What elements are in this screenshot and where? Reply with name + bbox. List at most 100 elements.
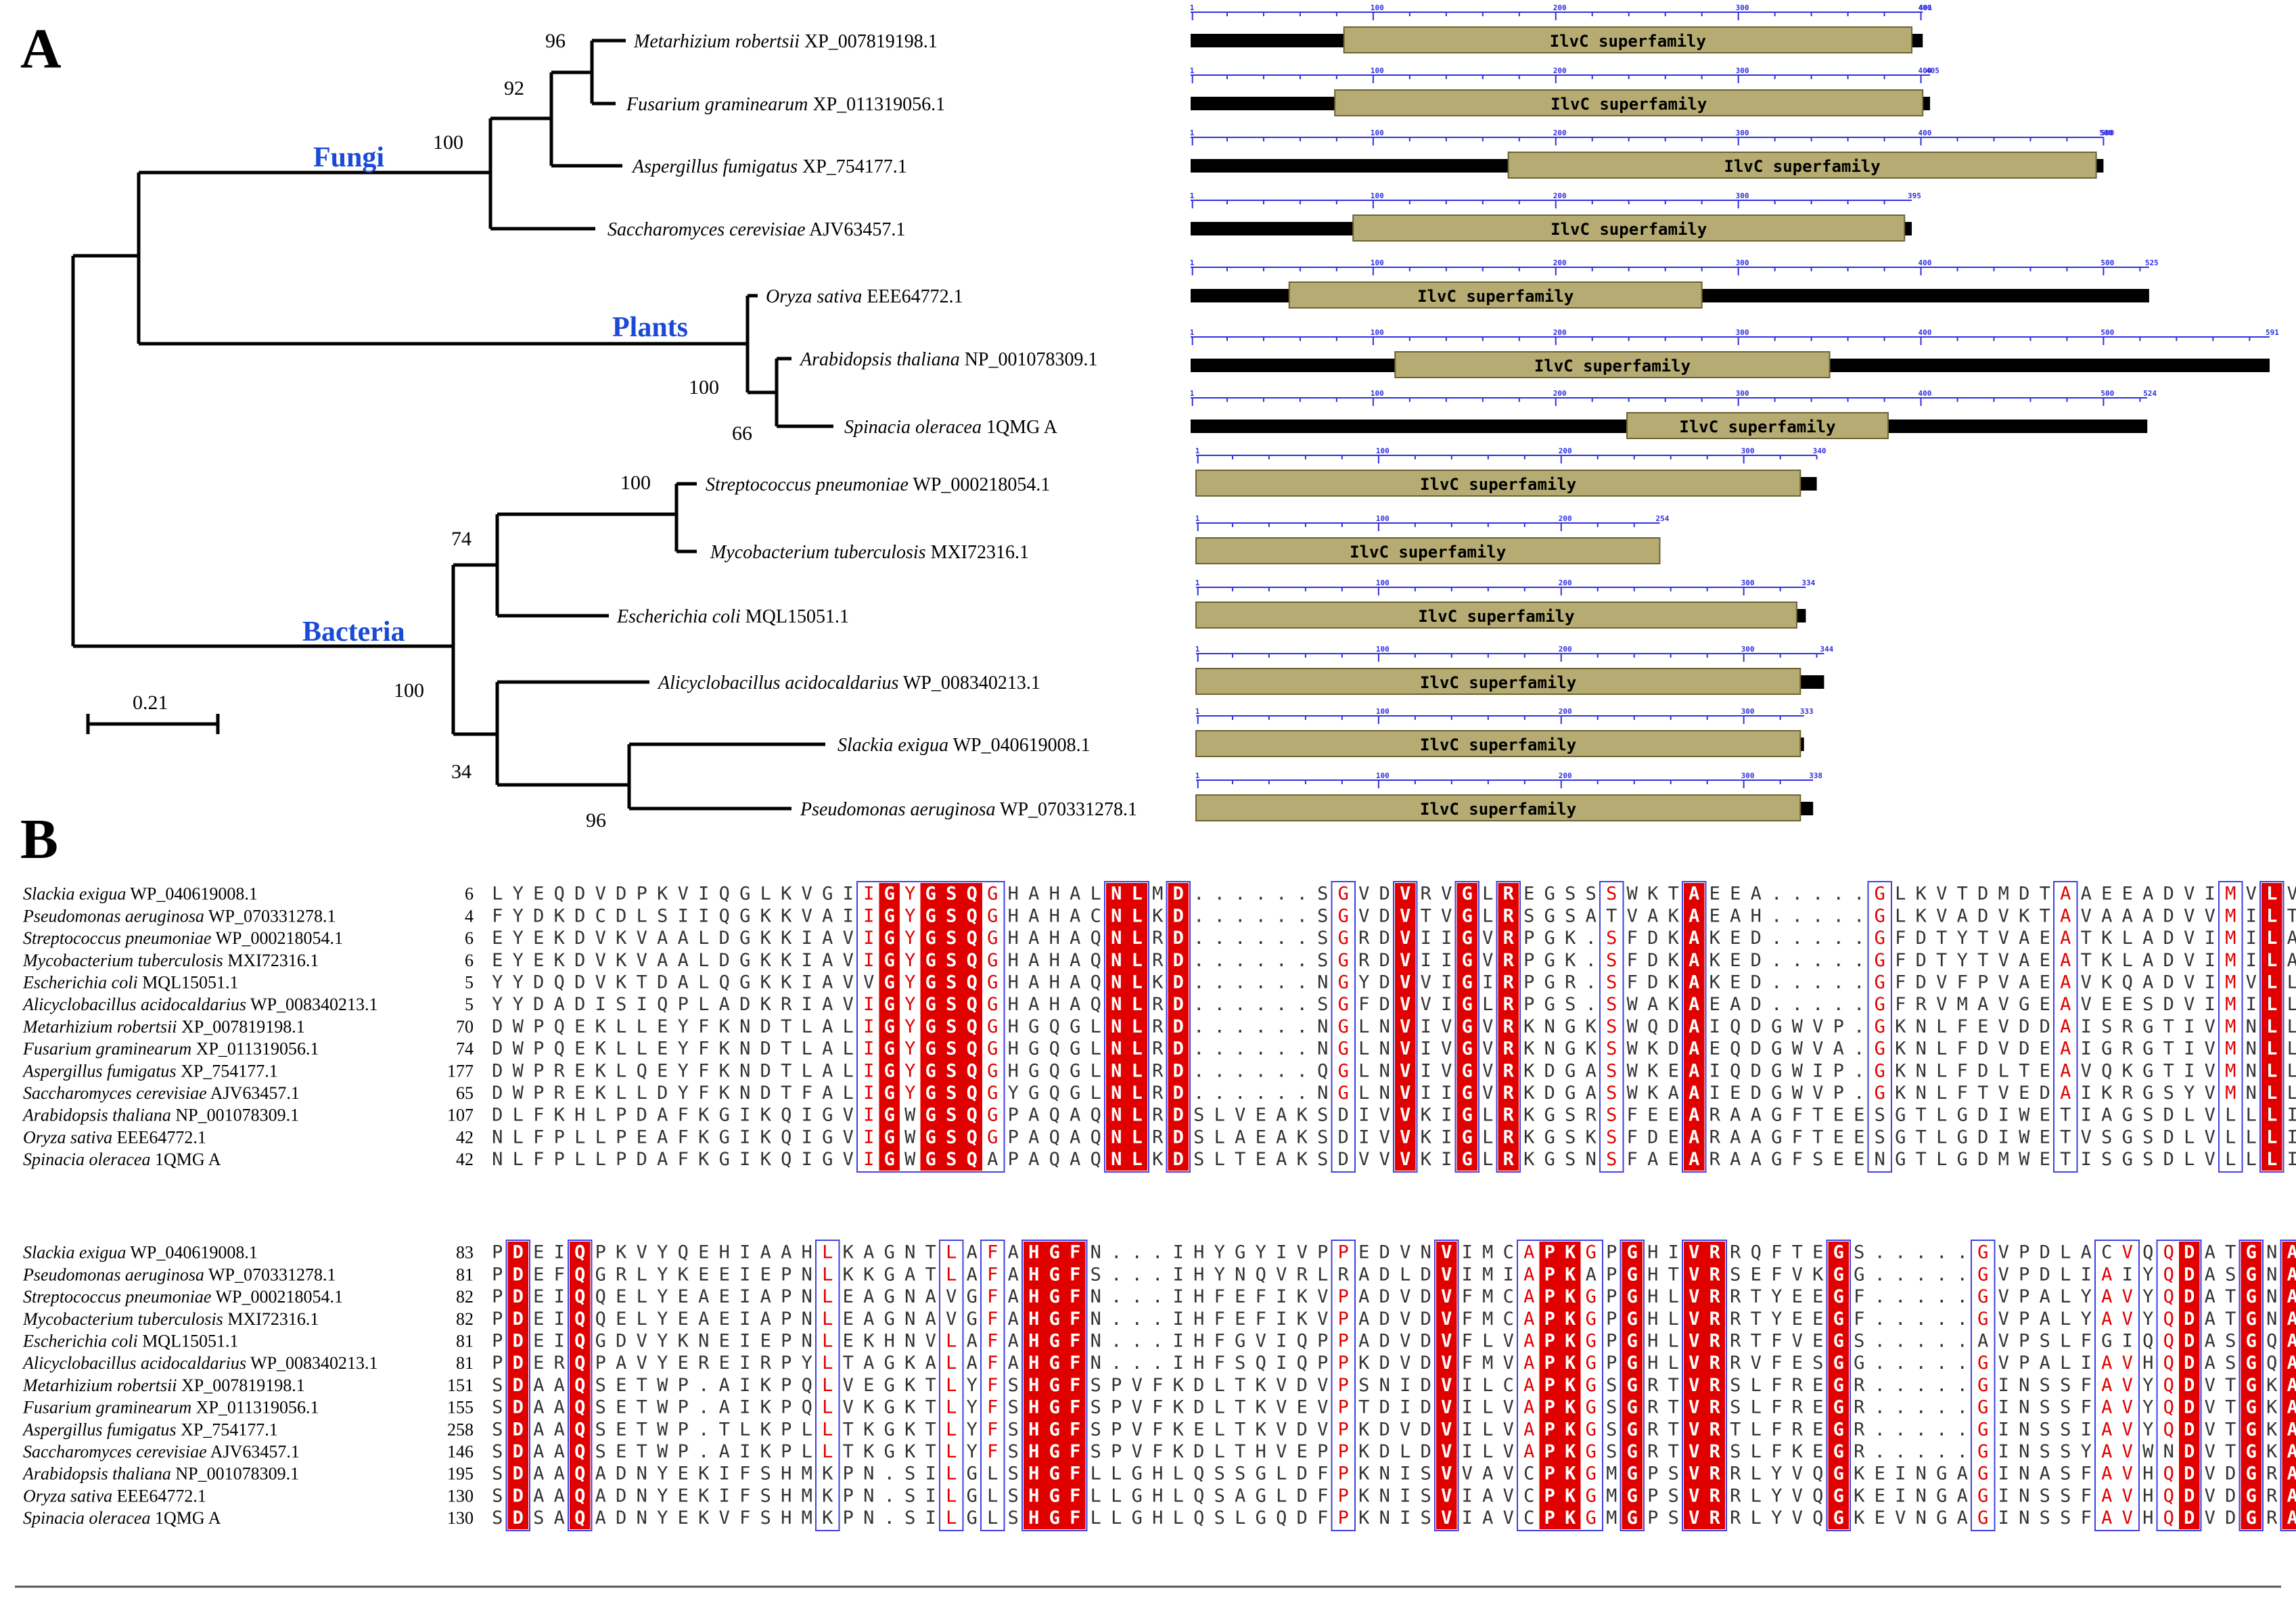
residue: T	[637, 1419, 647, 1440]
residue: I	[1276, 1353, 1287, 1374]
residue: V	[1400, 1060, 1410, 1081]
residue: R	[1709, 1149, 1721, 1170]
residue: .	[1276, 928, 1287, 949]
residue: V	[802, 905, 812, 926]
residue: .	[1235, 1083, 1245, 1104]
residue: S	[946, 994, 957, 1015]
residue: G	[1833, 1508, 1844, 1528]
residue: T	[1916, 1127, 1927, 1148]
residue: D	[2184, 1419, 2195, 1440]
identical-column	[2241, 1242, 2261, 1530]
residue: T	[1668, 884, 1679, 905]
residue: E	[533, 884, 544, 905]
residue: E	[574, 1060, 585, 1081]
residue: A	[1730, 1105, 1741, 1126]
residue: K	[1358, 1508, 1370, 1528]
residue: G	[1627, 1397, 1638, 1418]
residue: A	[2101, 1485, 2112, 1506]
residue: S	[1421, 1485, 1431, 1506]
residue: V	[1400, 1016, 1410, 1037]
residue: Q	[781, 1105, 791, 1126]
residue: P	[678, 1419, 689, 1440]
residue: I	[1998, 1127, 2009, 1148]
residue: L	[1482, 1127, 1493, 1148]
residue: D	[637, 1149, 647, 1170]
residue: E	[1668, 1127, 1679, 1148]
residue: A	[1028, 994, 1039, 1015]
tree-leaf-label: Oryza sativa EEE64772.1	[766, 286, 963, 307]
residue: V	[2184, 928, 2195, 949]
residue: L	[2184, 1105, 2195, 1126]
residue: V	[595, 950, 606, 971]
residue: P	[492, 1242, 503, 1263]
alignment-row-name: Slackia exigua WP_040619008.1	[23, 1243, 258, 1263]
residue: R	[1709, 1309, 1721, 1330]
residue: L	[1482, 1331, 1493, 1352]
residue: A	[2101, 1441, 2112, 1462]
residue: A	[822, 994, 833, 1015]
residue: T	[2060, 1149, 2071, 1170]
residue: A	[1276, 1149, 1287, 1170]
residue: V	[1751, 1353, 1762, 1374]
residue: K	[760, 1375, 772, 1396]
residue: G	[1833, 1485, 1844, 1506]
residue: F	[1070, 1353, 1080, 1374]
residue: K	[1565, 1464, 1576, 1485]
residue: A	[1647, 905, 1658, 926]
residue: Y	[967, 1441, 978, 1462]
residue: N	[2019, 1508, 2029, 1528]
residue: I	[1358, 1127, 1369, 1148]
residue: P	[1647, 1464, 1658, 1485]
bootstrap-values: 96 92 100 100 66 100 74 100 96 34	[394, 30, 752, 832]
residue: R	[554, 1353, 566, 1374]
residue: D	[1379, 1286, 1390, 1307]
residue: D	[574, 972, 585, 993]
residue: I	[863, 884, 874, 905]
residue: Q	[2163, 1485, 2174, 1506]
residue: L	[1482, 1397, 1493, 1418]
ruler-label: 1	[1195, 579, 1200, 587]
residue: G	[987, 1105, 998, 1126]
residue: L	[822, 1309, 833, 1330]
residue: Q	[554, 1039, 565, 1060]
residue: .	[1297, 1060, 1308, 1081]
residue: G	[1771, 1105, 1782, 1126]
residue: I	[698, 884, 709, 905]
residue: N	[904, 1309, 915, 1330]
residue: G	[822, 1127, 833, 1148]
residue: L	[637, 1264, 647, 1285]
residue: I	[2081, 1083, 2092, 1104]
ruler-label: 338	[1809, 771, 1822, 780]
residue: N	[1379, 1016, 1390, 1037]
residue: L	[946, 1264, 957, 1285]
residue: F	[1957, 1060, 1968, 1081]
residue: S	[2060, 1464, 2071, 1485]
residue: A	[2142, 950, 2153, 971]
residue: G	[1875, 905, 1885, 926]
ruler-label: 100	[1371, 328, 1384, 337]
residue: R	[1503, 1039, 1515, 1060]
residue: V	[1998, 1242, 2009, 1263]
residue: V	[1503, 1331, 1514, 1352]
residue: G	[1833, 1397, 1844, 1418]
residue: A	[1957, 1508, 1968, 1528]
residue: G	[925, 884, 936, 905]
residue: R	[1503, 994, 1515, 1015]
residue: T	[1792, 1242, 1803, 1263]
residue: A	[678, 972, 689, 993]
residue: Q	[1297, 1331, 1308, 1352]
residue: M	[1482, 1286, 1493, 1307]
residue: D	[1751, 1039, 1762, 1060]
residue: H	[1028, 1375, 1039, 1396]
residue: W	[2142, 1441, 2154, 1462]
residue: V	[1441, 1264, 1452, 1285]
residue: V	[2205, 1419, 2215, 1440]
residue: D	[2184, 1508, 2195, 1528]
residue: L	[2266, 928, 2277, 949]
residue: L	[1111, 1485, 1122, 1506]
residue: Y	[967, 1375, 978, 1396]
alignment-row-name: Slackia exigua WP_040619008.1	[23, 884, 258, 904]
residue: F	[1152, 1397, 1163, 1418]
residue: G	[1977, 1485, 1988, 1506]
bootstrap-value: 34	[451, 761, 472, 783]
